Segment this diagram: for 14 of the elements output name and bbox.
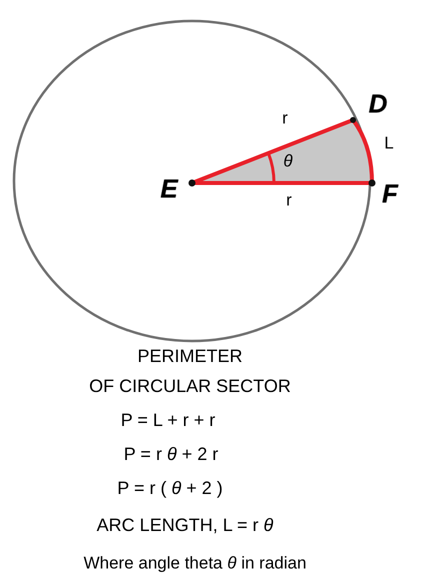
formula-text: P = r ( θ + 2 )	[117, 479, 223, 499]
heading-text: PERIMETER	[138, 347, 242, 367]
point-label: F	[382, 180, 398, 208]
arc-length-label: L	[384, 134, 394, 154]
formula-text: ARC LENGTH, L = r θ	[96, 516, 274, 536]
angle-label: θ	[283, 152, 293, 172]
note-text: Where angle theta θ in radian	[84, 554, 306, 574]
heading-text: OF CIRCULAR SECTOR	[89, 377, 291, 397]
point-label: D	[368, 90, 388, 118]
point-label: E	[160, 174, 178, 204]
radius-label: r	[286, 192, 292, 210]
formula-text: P = r θ + 2 r	[124, 445, 218, 465]
formula-text: P = L + r + r	[120, 411, 216, 431]
radius-label: r	[282, 110, 288, 128]
